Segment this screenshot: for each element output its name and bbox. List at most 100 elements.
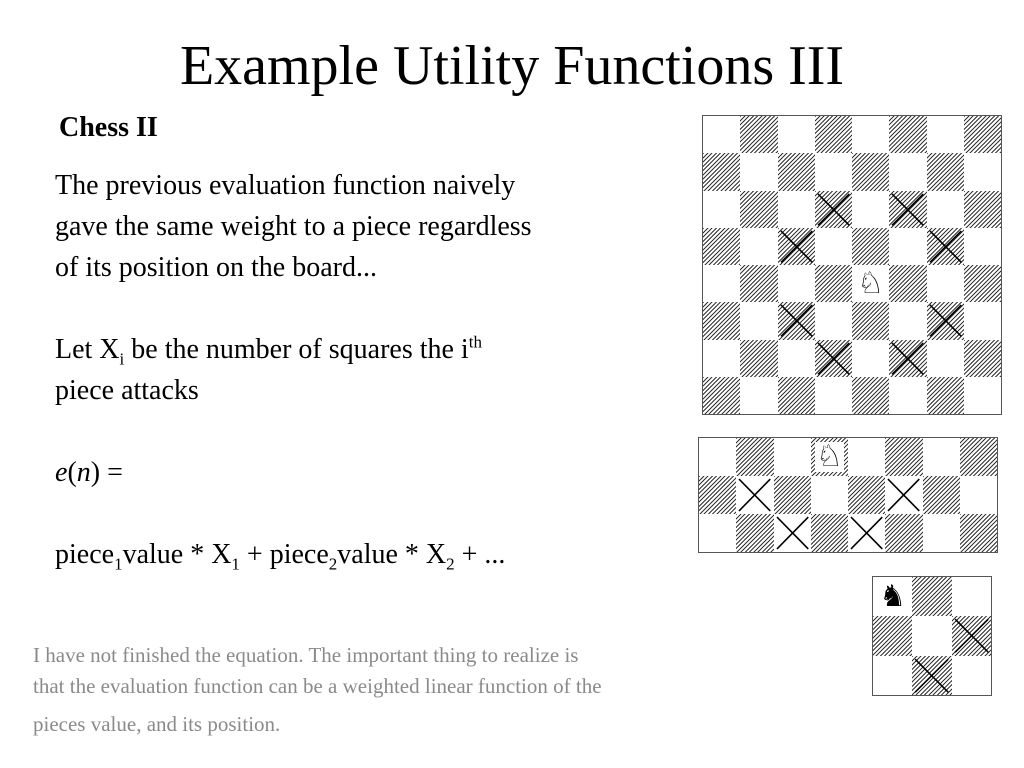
attacked-square-x-icon [927,228,964,265]
board-square [814,153,852,191]
slide-title: Example Utility Functions III [179,35,845,97]
note-line: that the evaluation function can be a we… [33,674,602,698]
board-square [922,514,960,552]
board-square [740,116,778,154]
board-square [926,265,964,303]
board-square [773,438,811,476]
text-line: gave the same weight to a piece regardle… [55,211,532,242]
board-square: ♞ [873,577,913,617]
superscript-th: th [468,332,482,352]
board-square [889,376,927,414]
board-square [777,376,815,414]
board-square [959,514,997,552]
attacked-square-x-icon [927,302,964,339]
board-square [814,116,852,154]
board-square [926,116,964,154]
board-square [889,227,927,265]
text-line: The previous evaluation function naively [55,170,516,201]
board-square [740,302,778,340]
subscript-i: i [119,349,125,369]
board-square [852,376,890,414]
paren-close-equals: ) = [90,457,123,488]
board-square [740,339,778,377]
attacked-square-x-icon [889,340,926,377]
text-line: Let Xi be the number of squares the ith [55,329,482,370]
board-square [959,438,997,476]
board-square [885,476,923,514]
subscript: 1 [231,554,240,574]
board-square [703,339,741,377]
board-square [703,153,741,191]
text-fragment: + piece [239,539,329,570]
board-square [951,616,991,656]
white-knight-icon: ♘ [852,265,889,302]
board-square [852,153,890,191]
board-square [889,190,927,228]
chessboard-corner-knight: ♞ [872,576,992,696]
variable-n: n [76,457,91,488]
knight-glyph: ♘ [856,265,886,301]
board-square [951,577,991,617]
note-line: pieces value, and its position. [33,712,281,736]
paragraph-naive-weighting: The previous evaluation function naively… [55,165,532,288]
board-square [814,190,852,228]
board-square [773,514,811,552]
board-square [889,153,927,191]
attacked-square-x-icon [774,514,811,552]
board-square [912,577,952,617]
board-square [926,339,964,377]
board-square [848,514,886,552]
knight-glyph: ♞ [878,578,908,614]
board-square [852,190,890,228]
attacked-square-x-icon [952,616,991,655]
board-square [777,116,815,154]
text-fragment: Let X [55,334,120,365]
board-square [736,438,774,476]
board-square [912,616,952,656]
attacked-square-x-icon [815,340,852,377]
attacked-square-x-icon [848,514,885,552]
board-square [777,227,815,265]
function-e: e [55,457,68,488]
board-square [740,190,778,228]
board-square [740,227,778,265]
board-square [777,153,815,191]
board-square [740,376,778,414]
board-square [703,376,741,414]
board-square [814,227,852,265]
board-square [926,190,964,228]
board-square [703,227,741,265]
equation-en: e(n) = [55,452,123,493]
subscript: 2 [446,554,455,574]
text-fragment: + ... [454,539,506,570]
board-square [703,190,741,228]
board-square [963,153,1001,191]
board-square [922,476,960,514]
text-line: of its position on the board... [55,252,377,283]
board-square [926,153,964,191]
text-line: piece attacks [55,375,199,406]
board-square [889,116,927,154]
paren-open: ( [67,457,77,488]
board-square [703,302,741,340]
knight-glyph: ♘ [814,439,844,474]
board-square [699,476,737,514]
chessboard-center-knight: ♘ [702,115,1002,415]
board-square [912,655,952,695]
board-square [873,655,913,695]
board-square [889,265,927,303]
board-square [852,339,890,377]
board-square [852,227,890,265]
note-line: I have not finished the equation. The im… [33,643,579,667]
board-square [848,476,886,514]
board-square [885,514,923,552]
white-knight-icon: ♘ [811,438,848,476]
attacked-square-x-icon [885,476,922,514]
board-square [699,438,737,476]
board-square [959,476,997,514]
board-square [773,476,811,514]
board-square [963,190,1001,228]
text-fragment: value * X [122,539,232,570]
board-square [951,655,991,695]
text-fragment: piece [55,539,115,570]
